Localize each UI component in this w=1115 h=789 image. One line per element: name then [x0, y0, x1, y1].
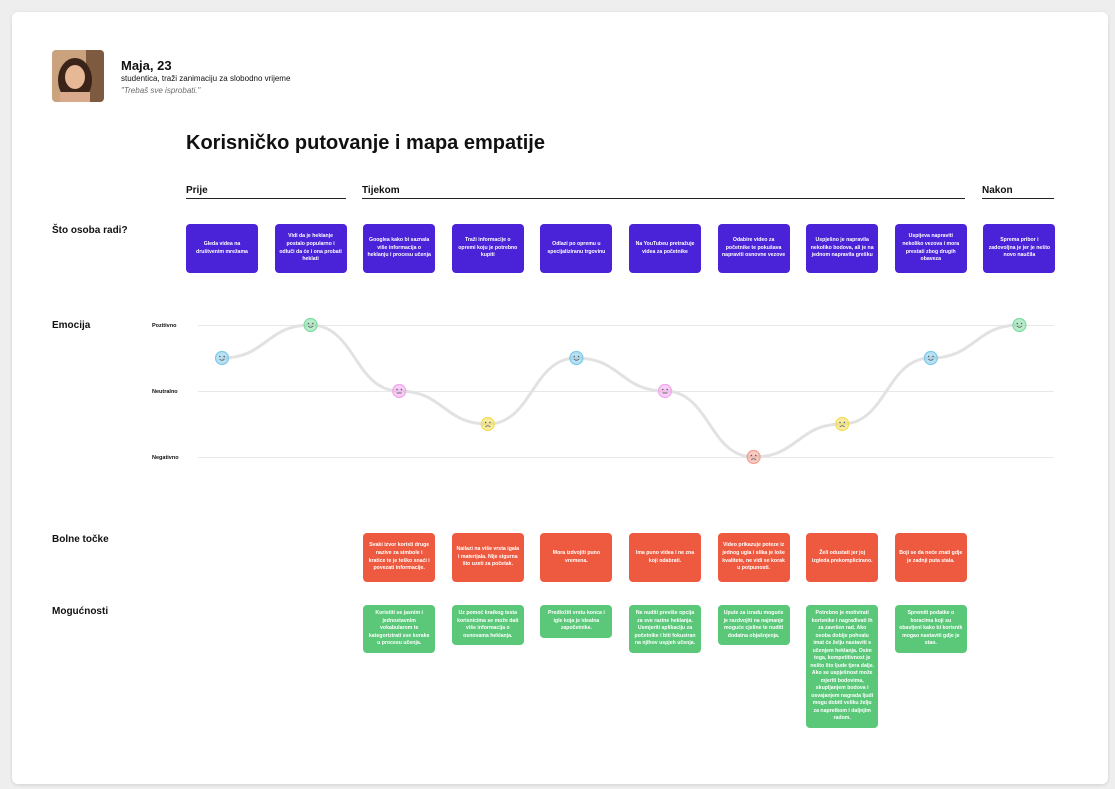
action-card: Traži informacije o opremi koju je potre… [451, 224, 524, 273]
phase-before-divider [186, 198, 346, 199]
action-card: Odlazi po opremu u specijaliziranu trgov… [540, 224, 613, 273]
persona-description: studentica, traži zanimaciju za slobodno… [121, 74, 291, 83]
emotion-point [923, 350, 938, 366]
grid-negative [198, 457, 1054, 458]
emotion-point [303, 317, 318, 333]
persona-quote: "Trebaš sve isprobati." [121, 86, 201, 95]
opportunity-card: Predložiti vrstu konca i igle koja je id… [540, 605, 613, 638]
pain-point-card: Video prikazuje poteze iz jednog ugla i … [717, 533, 790, 582]
phase-during-divider [362, 198, 965, 199]
pain-point-card: Mora izdvojiti puno vremena. [540, 533, 613, 582]
emotion-point [480, 416, 495, 432]
canvas: { "persona": { "name": "Maja, 23", "desc… [12, 12, 1108, 784]
emotion-point [657, 383, 673, 399]
phase-after: Nakon [982, 185, 1013, 196]
row-label-pains: Bolne točke [52, 534, 109, 545]
pain-point-card: Nailazi na više vrsta igala i materijala… [451, 533, 524, 582]
pain-point-card: Boji se da neće znati gdje je zadnji put… [894, 533, 967, 582]
row-label-opportunities: Mogućnosti [52, 606, 109, 617]
level-negative: Negativno [152, 455, 179, 461]
level-positive: Pozitivno [152, 323, 177, 329]
emotion-point [1012, 317, 1027, 333]
action-card: Googlea kako bi saznala više informacija… [363, 224, 436, 273]
persona-photo [52, 50, 104, 102]
pain-point-card: Ima puno videa i ne zna koji odabrati. [629, 533, 701, 582]
phase-after-divider [982, 198, 1054, 199]
emotion-point [835, 416, 850, 432]
phase-before: Prije [186, 185, 208, 196]
grid-positive [198, 325, 1054, 326]
pain-point-card: Svaki izvor koristi druge nazive za simb… [363, 533, 436, 582]
emotion-point [569, 350, 584, 366]
action-card: Vidi da je heklanje postalo popularno i … [274, 224, 347, 273]
action-card: Gleda videa na društvenim mrežama [186, 224, 258, 273]
action-card: Sprema pribor i zadovoljna je jer je neš… [983, 224, 1056, 273]
opportunity-card: Ne nuditi previše opcija za sve razine h… [629, 605, 701, 653]
page-title: Korisničko putovanje i mapa empatije [186, 132, 545, 154]
action-card: Na YouTubeu pretražuje videa za početnik… [629, 224, 701, 273]
emotion-chart [214, 317, 1027, 465]
opportunity-card: Uz pomoć kratkog testa korisnicima se mo… [451, 605, 524, 646]
emotion-point [392, 383, 407, 399]
opportunity-card: Potrebno je motivirati korisnike i nagra… [806, 605, 879, 728]
row-label-actions: Što osoba radi? [52, 225, 128, 236]
emotion-point [746, 449, 761, 465]
opportunity-card: Upute za izradu moguće je razdvojiti na … [717, 605, 790, 646]
action-card: Odabire video za početnike te pokušava n… [717, 224, 790, 273]
level-neutral: Neutralno [152, 389, 178, 395]
action-card: Uspješno je napravila nekoliko bodova, a… [806, 224, 879, 273]
row-label-emotions: Emocija [52, 320, 91, 331]
persona-name: Maja, 23 [121, 58, 172, 73]
action-card: Uspijeva napraviti nekoliko vezova i mor… [894, 224, 967, 273]
emotion-line [221, 323, 1020, 459]
phase-during: Tijekom [362, 185, 400, 196]
grid-neutral [198, 391, 1054, 392]
opportunity-card: Koristiti se jasnim i jednostavnim vokab… [363, 605, 436, 653]
opportunity-card: Spremiti podatke o koracima koji su obav… [894, 605, 967, 653]
pain-point-card: Želi odustati jer joj izgleda prekomplic… [806, 533, 879, 582]
emotion-point [214, 350, 230, 366]
